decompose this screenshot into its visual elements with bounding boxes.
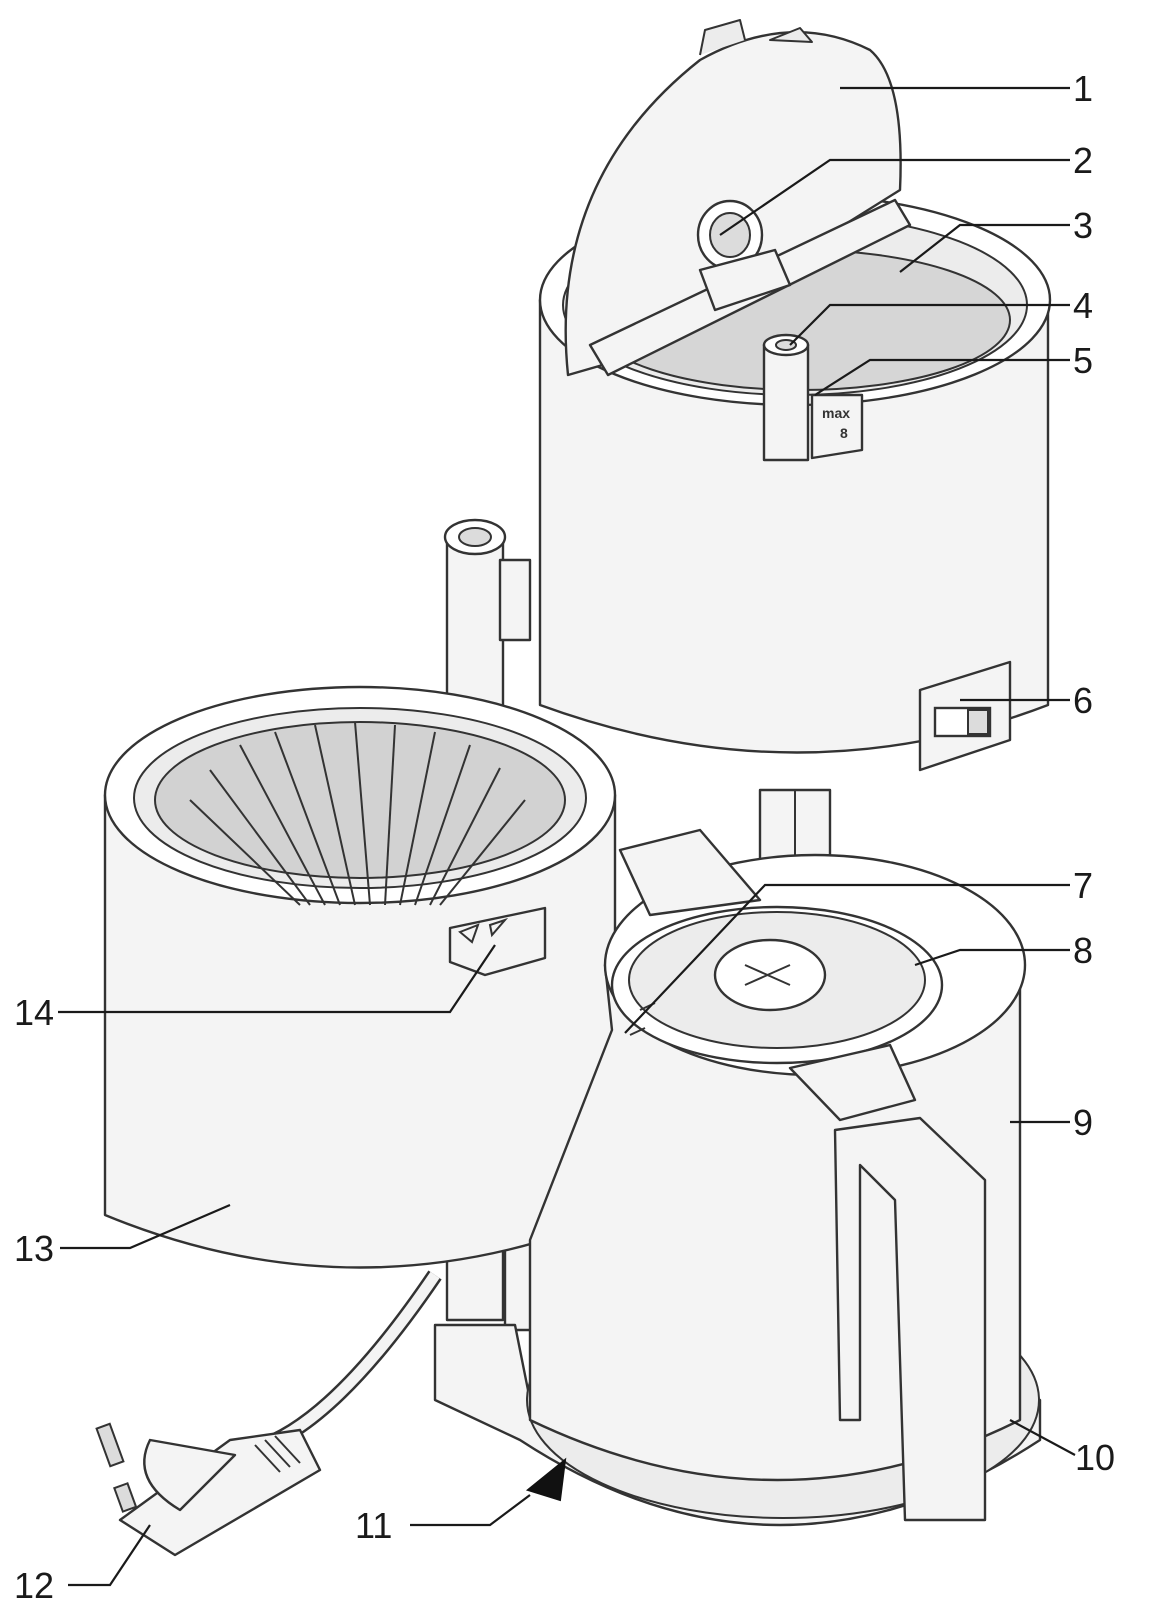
- callout-numbers: 1 2 3 4 5 6 7 8 9 10 11 12 13 14: [14, 68, 1115, 1606]
- leader-14: [58, 944, 496, 1014]
- max-marking: max: [822, 405, 850, 421]
- leader-lines: [58, 86, 1076, 1587]
- power-plug: [95, 1422, 322, 1557]
- callout-2: 2: [1073, 140, 1093, 181]
- power-cord: [247, 1270, 442, 1458]
- leader-7: [624, 883, 1070, 1034]
- leader-5: [814, 358, 1070, 396]
- filter-ribs: [189, 721, 526, 906]
- riser-tube: [762, 333, 810, 462]
- callout-13: 13: [14, 1228, 54, 1269]
- leader-13: [60, 1203, 231, 1250]
- showerhead: [696, 199, 792, 312]
- leader-2: [719, 158, 1070, 236]
- leader-4: [789, 303, 1070, 346]
- carafe: [528, 828, 1027, 1522]
- callout-5: 5: [1073, 340, 1093, 381]
- cups-marking: 8: [840, 425, 848, 441]
- filter-holder: [103, 685, 617, 1269]
- tank-lid: [564, 19, 912, 377]
- callout-8: 8: [1073, 930, 1093, 971]
- carafe-handle: [788, 1043, 987, 1522]
- callout-3: 3: [1073, 205, 1093, 246]
- leader-3: [899, 223, 1070, 273]
- leader-10: [1009, 1419, 1076, 1456]
- water-level-indicator: max 8: [810, 393, 864, 460]
- drip-stop-tab: [448, 906, 547, 977]
- callout-4: 4: [1073, 285, 1093, 326]
- position-arrow: [525, 1457, 567, 1502]
- callout-9: 9: [1073, 1102, 1093, 1143]
- callout-10: 10: [1075, 1437, 1115, 1478]
- leader-12: [68, 1524, 151, 1587]
- callout-7: 7: [1073, 865, 1093, 906]
- callout-11: 11: [355, 1505, 392, 1546]
- callout-1: 1: [1073, 68, 1093, 109]
- callout-12: 12: [14, 1565, 54, 1606]
- carafe-lid: [610, 905, 944, 1065]
- callout-6: 6: [1073, 680, 1093, 721]
- on-off-switch: [918, 660, 1012, 772]
- leader-8: [914, 948, 1070, 967]
- callout-14: 14: [14, 992, 54, 1033]
- leader-11: [410, 1494, 531, 1527]
